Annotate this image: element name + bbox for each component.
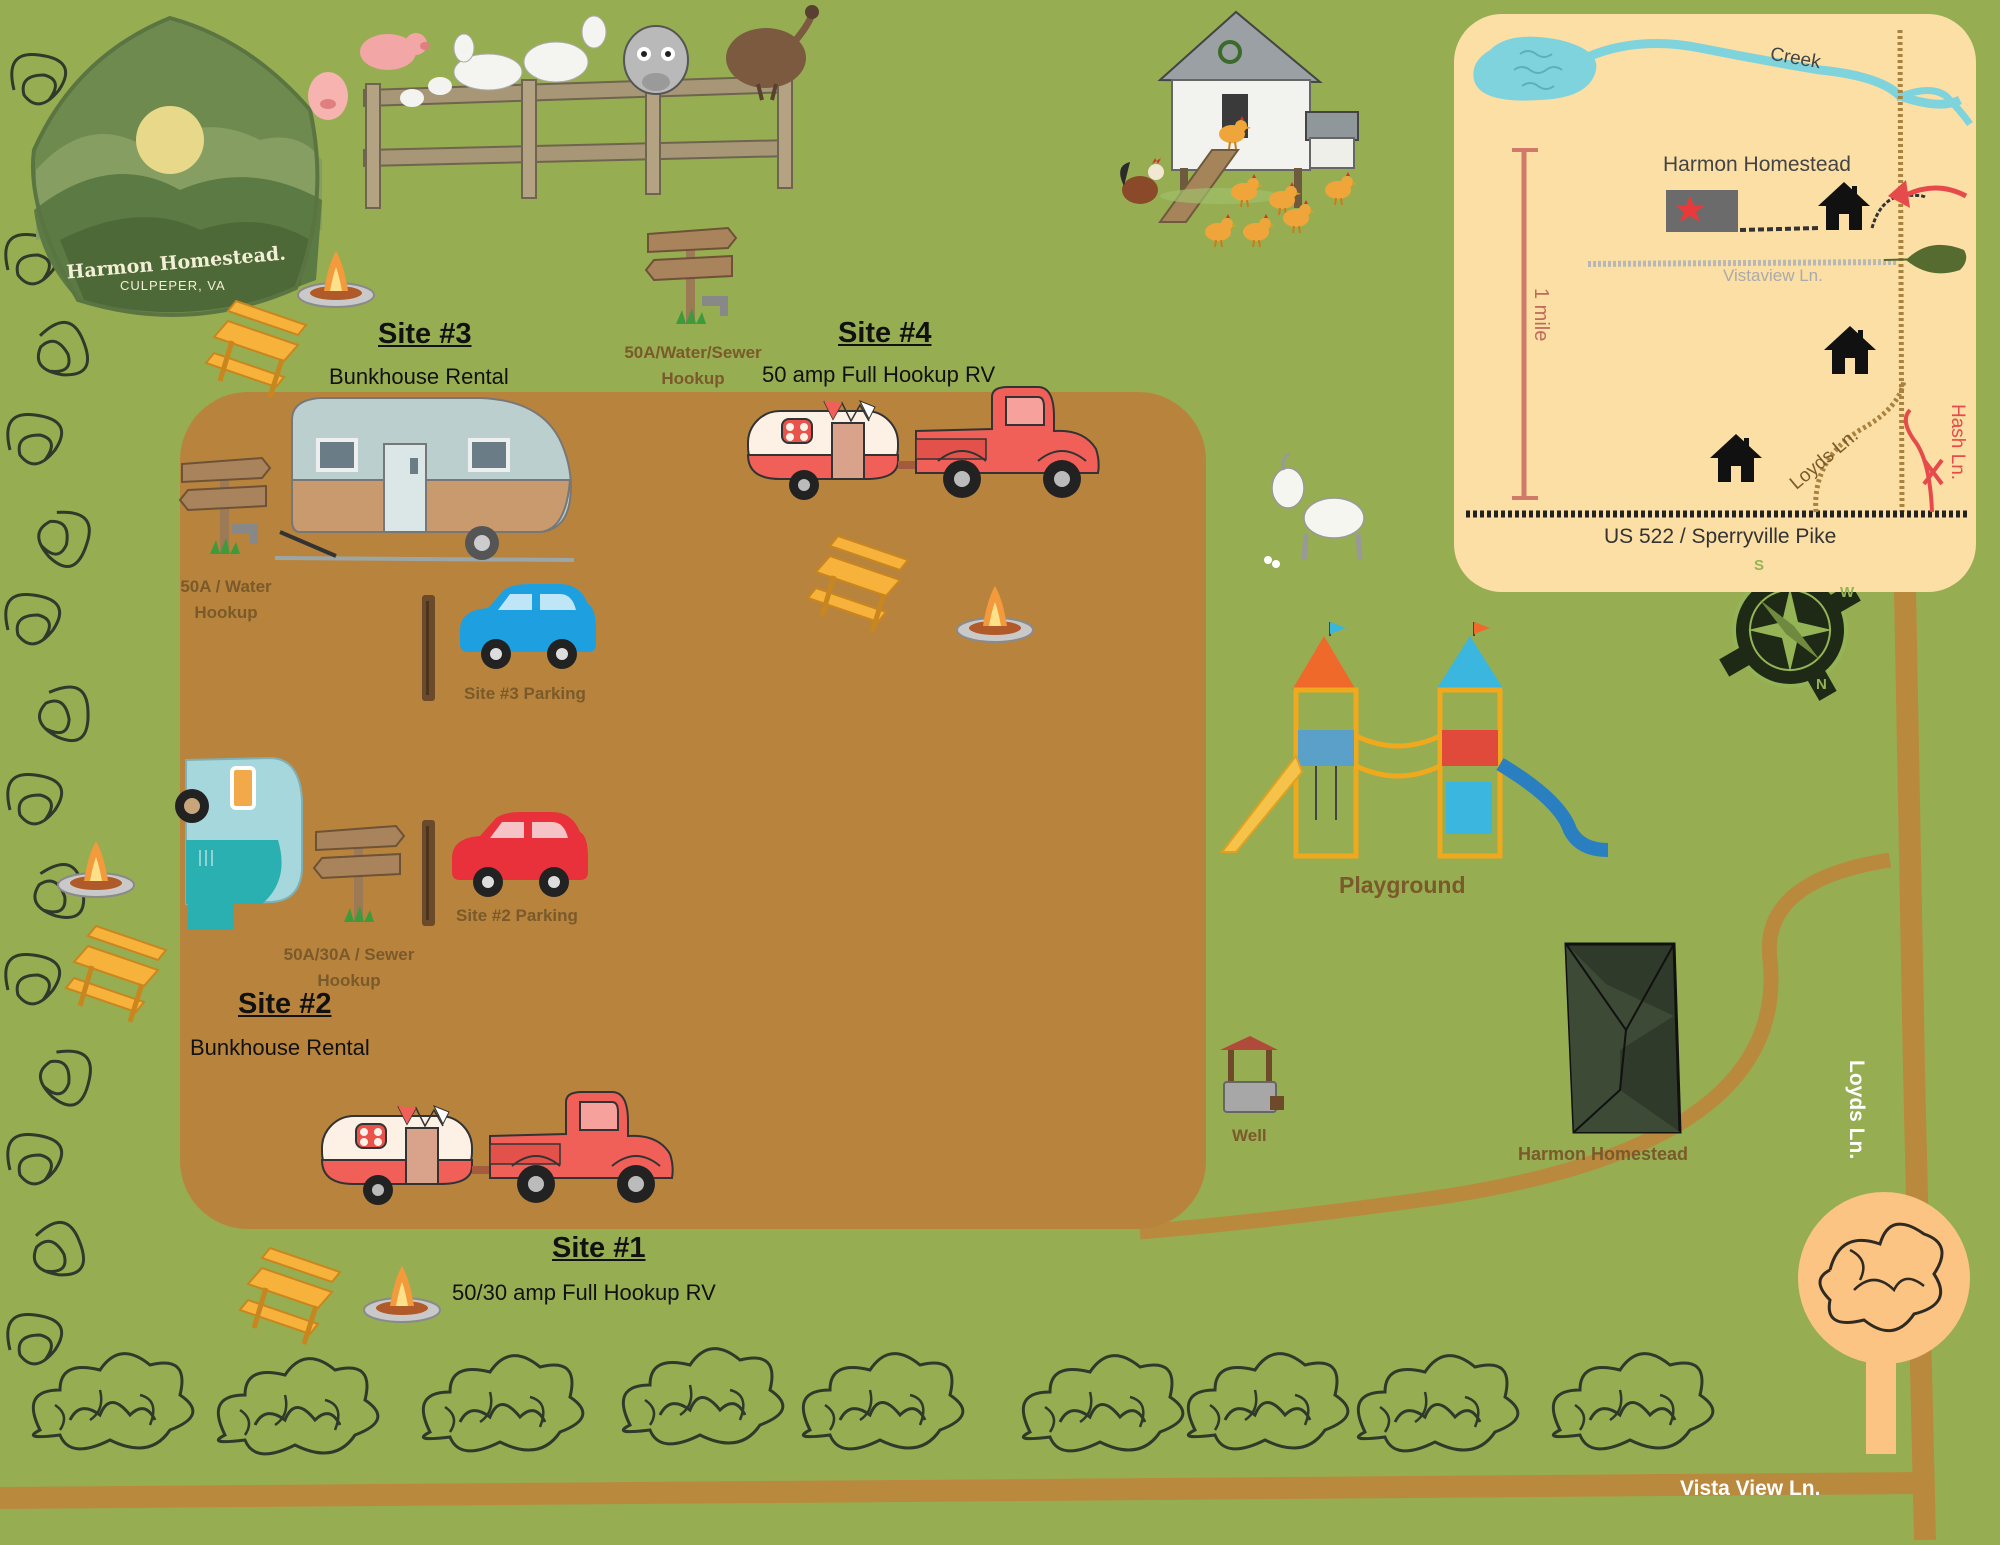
campfire-icon bbox=[363, 1265, 441, 1323]
bunkhouse-trailer-icon bbox=[274, 397, 575, 562]
inset-homestead-label: Harmon Homestead bbox=[1663, 153, 1851, 176]
compass-west-label: W bbox=[1840, 584, 1855, 601]
parking-post-icon bbox=[422, 595, 435, 701]
inset-highway-label: US 522 / Sperryville Pike bbox=[1604, 525, 1837, 548]
picnic-table-icon bbox=[240, 1248, 340, 1344]
picnic-table-icon bbox=[66, 926, 166, 1022]
inset-vistaview-label: Vistaview Ln. bbox=[1723, 266, 1823, 285]
goat-icon bbox=[1264, 452, 1365, 568]
logo-subtitle: CULPEPER, VA bbox=[120, 278, 226, 293]
site-4-title: Site #4 bbox=[838, 317, 932, 349]
site-3-parking-label: Site #3 Parking bbox=[464, 684, 586, 703]
inset-hash-label: Hash Ln. bbox=[1947, 404, 1968, 481]
inset-scale-label: 1 mile bbox=[1530, 288, 1552, 342]
site-3-hookup: 50A / Water Hookup bbox=[180, 577, 272, 622]
site-1-description: 50/30 amp Full Hookup RV bbox=[452, 1280, 716, 1305]
rooster-icon bbox=[1120, 158, 1164, 204]
homestead-house-icon bbox=[1564, 942, 1682, 1134]
picnic-table-icon bbox=[206, 301, 306, 397]
hen-icon bbox=[1242, 213, 1276, 248]
site-3-description: Bunkhouse Rental bbox=[329, 364, 509, 389]
site-3-title: Site #3 bbox=[378, 318, 472, 350]
homestead-logo bbox=[30, 15, 322, 317]
site-2-description: Bunkhouse Rental bbox=[190, 1035, 370, 1060]
vista-view-lane-label: Vista View Ln. bbox=[1680, 1477, 1821, 1500]
parking-post-icon bbox=[422, 820, 435, 926]
water-spigot-icon bbox=[232, 296, 728, 544]
campfire-icon bbox=[57, 840, 135, 898]
site-1-title: Site #1 bbox=[552, 1232, 646, 1264]
red-car-icon bbox=[452, 812, 588, 897]
playground-icon bbox=[1219, 622, 1609, 859]
compass-north-label: N bbox=[1816, 676, 1827, 693]
animal-pen bbox=[308, 5, 819, 209]
site-2-parking-label: Site #2 Parking bbox=[456, 906, 578, 925]
site-4-hookup: 50A/Water/Sewer Hookup bbox=[624, 343, 762, 388]
bunkhouse-camper-icon bbox=[175, 756, 303, 930]
compass-south-label: S bbox=[1754, 557, 1765, 574]
site-2-hookup: 50A/30A / Sewer Hookup bbox=[283, 945, 415, 990]
tree-icon bbox=[1798, 1192, 1970, 1454]
site-2-title: Site #2 bbox=[238, 988, 332, 1020]
well-label: Well bbox=[1232, 1126, 1267, 1145]
playground-label: Playground bbox=[1339, 872, 1466, 898]
hen-icon bbox=[1324, 171, 1358, 206]
blue-car-icon bbox=[460, 584, 596, 669]
well-icon bbox=[1220, 1036, 1284, 1113]
homestead-label: Harmon Homestead bbox=[1518, 1144, 1689, 1164]
site-4-description: 50 amp Full Hookup RV bbox=[762, 362, 996, 387]
loyds-lane-label: Loyds Ln. bbox=[1845, 1060, 1868, 1160]
campsite-lot bbox=[180, 392, 1206, 1229]
inset-map bbox=[1454, 14, 1976, 592]
hen-icon bbox=[1204, 213, 1238, 248]
